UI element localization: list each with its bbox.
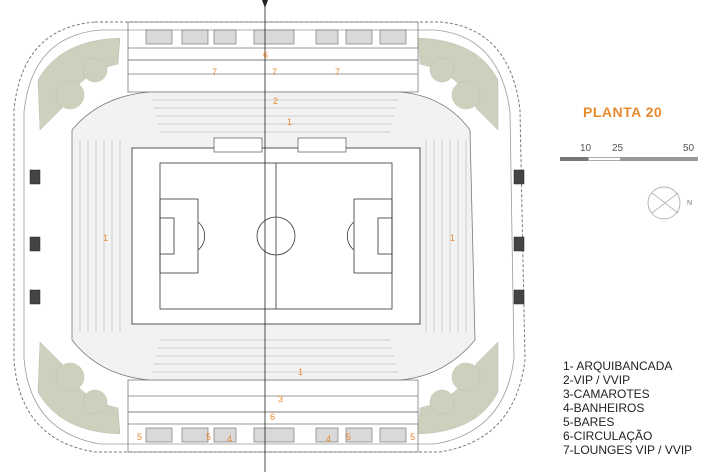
zone-label-5d: 5 (410, 432, 415, 442)
north-rooms (145, 29, 407, 45)
scale-segment-1 (560, 157, 588, 161)
zone-label-5b: 5 (206, 432, 211, 442)
outer-shell (13, 21, 526, 453)
zone-label-1-right: 1 (450, 233, 455, 243)
scale-segment-3 (620, 157, 698, 161)
zone-label-7b: 7 (272, 67, 277, 77)
zone-label-4a: 4 (227, 434, 232, 444)
zone-label-6-bottom: 6 (270, 412, 275, 422)
plan-title: PLANTA 20 (583, 104, 663, 120)
south-rooms (145, 427, 407, 443)
zone-label-5a: 5 (137, 432, 142, 442)
zone-label-6: 6 (263, 50, 268, 60)
zone-label-7c: 7 (335, 67, 340, 77)
zone-labels: 6 7 7 7 2 1 1 1 1 3 6 5 5 4 4 5 5 (103, 50, 455, 444)
legend-item-4: 4-BANHEIROS (563, 401, 645, 415)
zone-label-1-bottom: 1 (298, 367, 303, 377)
zone-label-5c: 5 (346, 432, 351, 442)
scale-label-25: 25 (612, 143, 624, 154)
scale-label-10: 10 (580, 143, 592, 154)
zone-label-4b: 4 (326, 434, 331, 444)
inner-shell (23, 29, 515, 445)
north-label: N (687, 200, 692, 207)
legend-item-6: 6-CIRCULAÇÃO (563, 429, 653, 443)
scale-bar: 10 25 50 (560, 143, 698, 173)
legend-item-7: 7-LOUNGES VIP / VVIP (563, 443, 693, 457)
zone-label-1-left: 1 (103, 233, 108, 243)
legend-item-5: 5-BARES (563, 415, 615, 429)
benches (213, 137, 347, 153)
scale-segment-2 (588, 157, 622, 161)
legend: 1- ARQUIBANCADA 2-VIP / VVIP 3-CAMAROTES… (563, 359, 692, 457)
stand-rows (79, 99, 467, 373)
zone-label-1-top: 1 (287, 117, 292, 127)
zone-label-7a: 7 (212, 67, 217, 77)
tree-canopy (37, 37, 499, 435)
zone-label-2: 2 (273, 96, 278, 106)
south-building (127, 379, 419, 453)
legend-item-2: 2-VIP / VVIP (563, 373, 631, 387)
legend-item-1: 1- ARQUIBANCADA (563, 359, 673, 373)
legend-item-3: 3-CAMAROTES (563, 387, 650, 401)
side-exits (29, 169, 525, 305)
football-pitch (159, 162, 393, 310)
axis-arrow-top (262, 0, 268, 8)
zone-label-3: 3 (278, 394, 283, 404)
scale-label-50: 50 (683, 143, 695, 154)
north-compass (647, 186, 681, 220)
